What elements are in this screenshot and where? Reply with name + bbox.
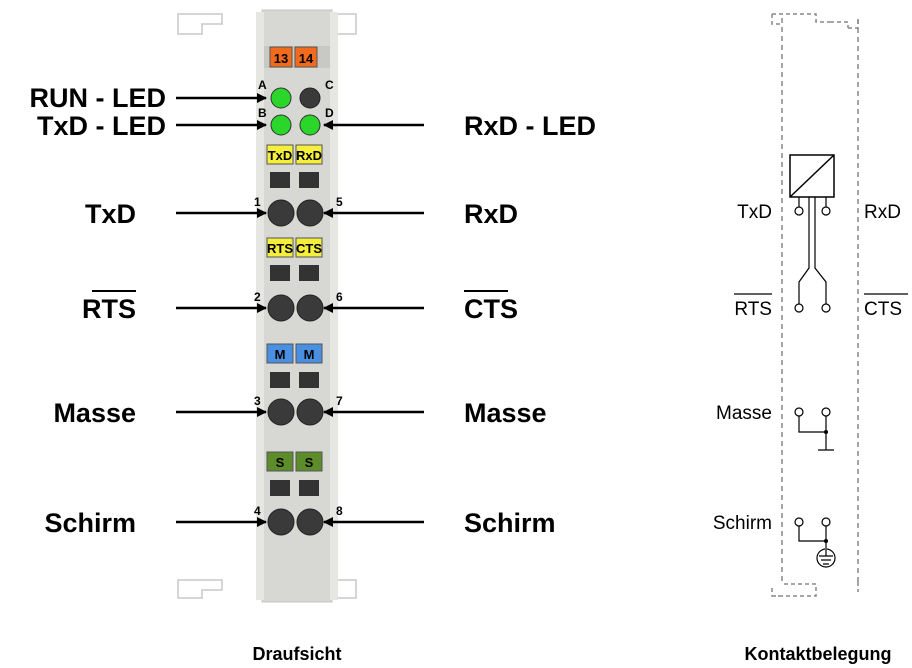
terminal-14-text: 14 bbox=[299, 51, 314, 66]
contact-num-5: 5 bbox=[336, 195, 343, 209]
tag-box bbox=[266, 144, 294, 165]
spring-release bbox=[299, 372, 319, 388]
terminal-13-badge bbox=[269, 46, 293, 68]
slot-2: RTS CTS 2 6 RTS CTS bbox=[82, 237, 518, 324]
spring-release bbox=[270, 372, 290, 388]
label-rxd: RxD bbox=[464, 199, 518, 229]
pin-rxd bbox=[821, 206, 831, 216]
led-letter-c: C bbox=[325, 78, 334, 92]
spring-release bbox=[299, 265, 319, 281]
contact-num-1: 1 bbox=[254, 195, 261, 209]
pin-masse-a bbox=[794, 407, 804, 417]
txd-led bbox=[270, 114, 292, 136]
schematic-label-rxd: RxD bbox=[864, 202, 901, 223]
slot-4: S S 4 8 Schirm Schirm bbox=[44, 451, 556, 538]
label-masse-right: Masse bbox=[464, 398, 547, 428]
schematic-label-rts: RTS bbox=[734, 299, 772, 320]
tag-box bbox=[266, 343, 294, 364]
pin-masse-b bbox=[821, 407, 831, 417]
contact-3 bbox=[267, 398, 295, 426]
slot-3: M M 3 7 Masse Masse bbox=[53, 343, 547, 428]
contact-5 bbox=[296, 199, 324, 227]
pin-txd bbox=[794, 206, 804, 216]
label-txd: TxD bbox=[85, 199, 136, 229]
label-schirm-left: Schirm bbox=[44, 508, 136, 538]
contact-num-8: 8 bbox=[336, 504, 343, 518]
tag-cts: CTS bbox=[296, 241, 322, 256]
contact-num-4: 4 bbox=[254, 504, 261, 518]
label-schirm-right: Schirm bbox=[464, 508, 556, 538]
tag-box bbox=[266, 237, 294, 258]
tag-m-left: M bbox=[275, 347, 286, 362]
contact-4 bbox=[267, 508, 295, 536]
txd-led-label: TxD - LED bbox=[37, 111, 166, 141]
contact-num-6: 6 bbox=[336, 290, 343, 304]
tag-box bbox=[295, 451, 323, 472]
terminal-14-badge bbox=[294, 46, 318, 68]
schematic-label-cts: CTS bbox=[864, 299, 902, 320]
led-c bbox=[299, 87, 321, 109]
contact-7 bbox=[296, 398, 324, 426]
pin-schirm-a bbox=[794, 517, 804, 527]
tag-box bbox=[295, 343, 323, 364]
tag-s-right: S bbox=[305, 455, 314, 470]
schematic-label-masse: Masse bbox=[716, 403, 772, 424]
label-masse-left: Masse bbox=[53, 398, 136, 428]
run-led-label: RUN - LED bbox=[30, 83, 167, 113]
contact-2 bbox=[267, 294, 295, 322]
spring-release bbox=[270, 265, 290, 281]
tag-rts: RTS bbox=[267, 241, 293, 256]
tag-txd: TxD bbox=[268, 148, 293, 163]
tag-box bbox=[295, 237, 323, 258]
shield-ground-icon bbox=[816, 548, 836, 568]
tag-box bbox=[295, 144, 323, 165]
terminal-13-text: 13 bbox=[274, 51, 288, 66]
contact-1 bbox=[267, 199, 295, 227]
tag-rxd: RxD bbox=[296, 148, 322, 163]
contact-6 bbox=[296, 294, 324, 322]
led-letter-a: A bbox=[258, 78, 267, 92]
spring-release bbox=[299, 480, 319, 496]
spring-release bbox=[270, 480, 290, 496]
tag-box bbox=[266, 451, 294, 472]
caption-top-view: Draufsicht bbox=[252, 644, 341, 664]
spring-release bbox=[270, 172, 290, 188]
contact-num-7: 7 bbox=[336, 394, 343, 408]
rxd-led-label: RxD - LED bbox=[464, 111, 596, 141]
spring-release bbox=[299, 172, 319, 188]
pin-cts bbox=[821, 303, 831, 313]
rxd-led bbox=[299, 114, 321, 136]
led-letter-d: D bbox=[325, 106, 334, 120]
schematic-label-schirm: Schirm bbox=[713, 513, 772, 534]
contact-num-2: 2 bbox=[254, 290, 261, 304]
label-cts: CTS bbox=[464, 294, 518, 324]
terminal-number-block: 13 14 bbox=[264, 46, 330, 68]
contact-schematic: TxD RxD RTS CTS Masse Schirm bbox=[713, 13, 908, 597]
run-led bbox=[270, 87, 292, 109]
schematic-label-txd: TxD bbox=[737, 202, 772, 223]
pin-rts bbox=[794, 303, 804, 313]
tag-m-right: M bbox=[304, 347, 315, 362]
contact-num-3: 3 bbox=[254, 394, 261, 408]
led-group: A B C D bbox=[258, 78, 334, 136]
contact-8 bbox=[296, 508, 324, 536]
caption-contact: Kontaktbelegung bbox=[745, 644, 892, 664]
tag-s-left: S bbox=[276, 455, 285, 470]
label-rts: RTS bbox=[82, 294, 136, 324]
pin-schirm-b bbox=[821, 517, 831, 527]
led-letter-b: B bbox=[258, 106, 267, 120]
slot-1: TxD RxD 1 5 TxD RxD bbox=[85, 144, 518, 229]
